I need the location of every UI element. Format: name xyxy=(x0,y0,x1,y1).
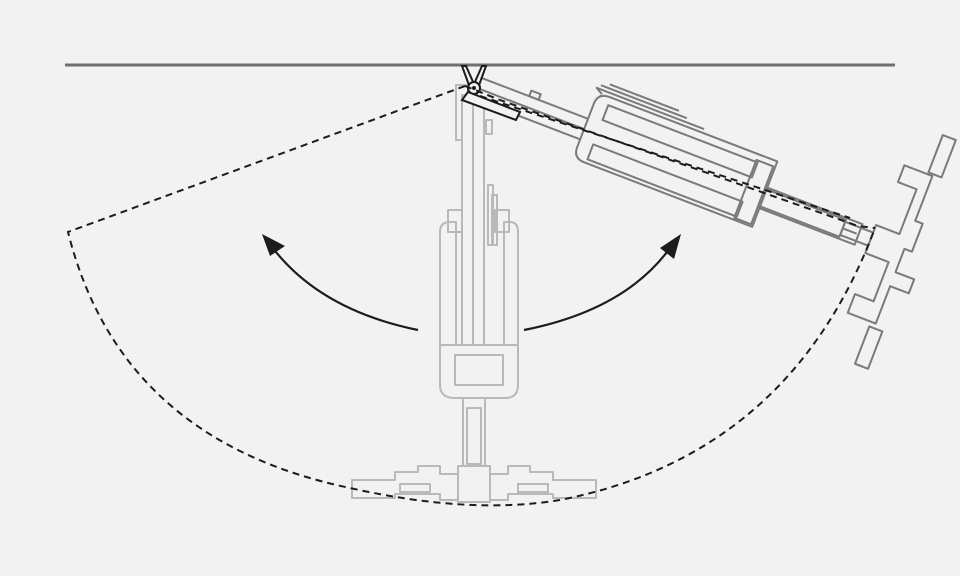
swing-arc xyxy=(66,85,876,507)
hanging-stand-ghost xyxy=(351,84,597,503)
raised-centerline xyxy=(464,85,876,229)
raised-outline-dashed xyxy=(479,95,851,219)
rotation-arrow-left xyxy=(262,234,419,332)
rotation-arrow-right xyxy=(523,234,681,332)
